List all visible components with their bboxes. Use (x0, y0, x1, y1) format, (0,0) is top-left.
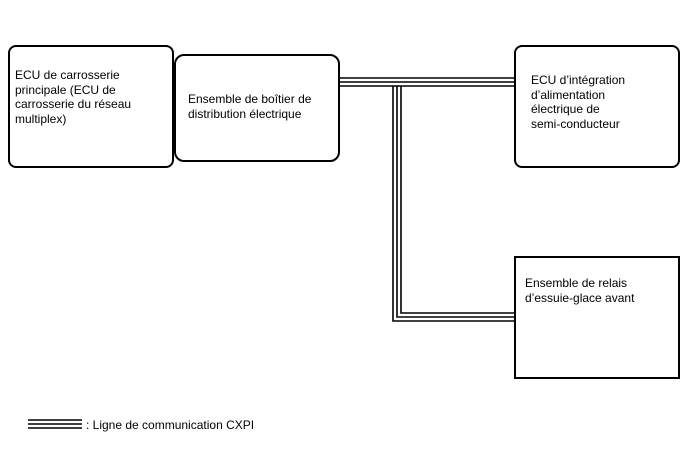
legend-label: : Ligne de communication CXPI (86, 418, 255, 432)
ecu-carrosserie-label: ECU de carrosserie principale (ECU de ca… (15, 68, 132, 126)
ecu-carrosserie-box: ECU de carrosserie principale (ECU de ca… (8, 45, 174, 168)
relais-essuie-glace-label: Ensemble de relais d’essuie-glace avant (525, 276, 635, 305)
cxpi-branch-line-inner (400, 86, 515, 314)
boitier-distribution-label: Ensemble de boîtier de distribution élec… (188, 92, 312, 121)
cxpi-branch-line-outer (392, 86, 515, 322)
ecu-integration-box: ECU d’intégration d’alimentation électri… (514, 45, 680, 168)
boitier-distribution-box: Ensemble de boîtier de distribution élec… (174, 54, 340, 162)
ecu-integration-label: ECU d’intégration d’alimentation électri… (531, 73, 626, 131)
relais-essuie-glace-box: Ensemble de relais d’essuie-glace avant (514, 256, 680, 379)
cxpi-branch-line-mid (396, 86, 515, 318)
